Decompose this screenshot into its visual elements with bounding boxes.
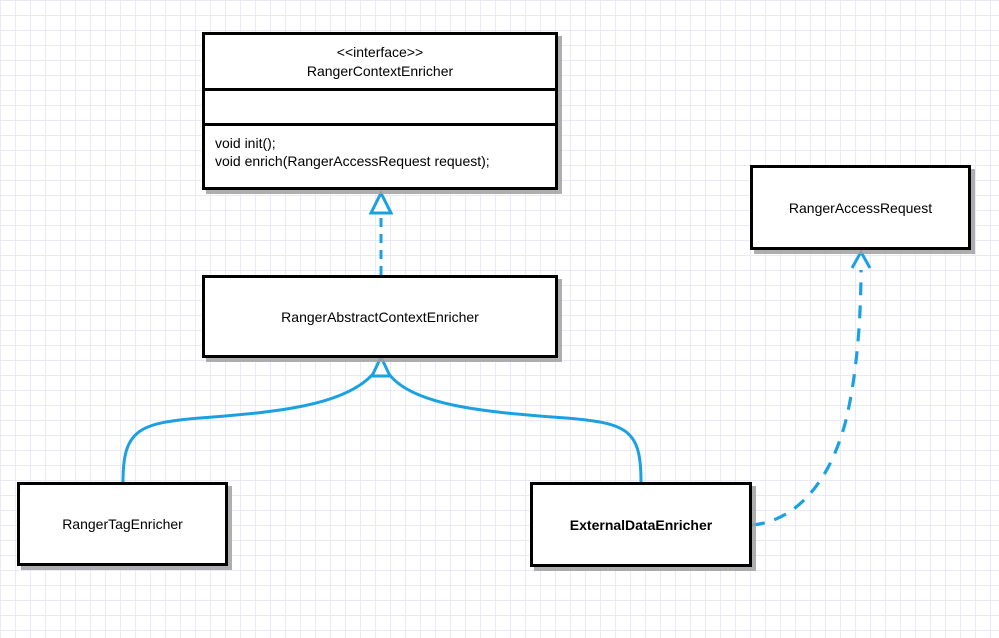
hollow-triangle-arrowhead: [369, 353, 393, 378]
connector-generalization-tag-to-abstract[interactable]: [121, 372, 375, 483]
class-header-compartment: RangerTagEnricher: [20, 485, 225, 563]
generalization-line-left: [121, 372, 375, 483]
connector-dependency-external-to-request[interactable]: [751, 248, 872, 527]
class-header-compartment: RangerAbstractContextEnricher: [205, 278, 555, 355]
connector-realization-abstract-to-interface[interactable]: [368, 189, 394, 275]
class-name: RangerAbstractContextEnricher: [281, 308, 479, 325]
dependency-line: [751, 269, 863, 527]
generalization-line-right: [387, 373, 643, 483]
class-box-ranger-context-enricher[interactable]: <<interface>> RangerContextEnricher void…: [202, 32, 558, 190]
class-box-ranger-abstract-context-enricher[interactable]: RangerAbstractContextEnricher: [202, 275, 558, 358]
open-arrowhead: [850, 248, 872, 269]
class-name: ExternalDataEnricher: [569, 516, 713, 533]
class-box-external-data-enricher[interactable]: ExternalDataEnricher: [530, 482, 752, 567]
class-stereotype: <<interface>>: [336, 44, 424, 61]
class-name: RangerAccessRequest: [788, 199, 933, 216]
operation-init: void init();: [215, 135, 276, 151]
class-box-ranger-access-request[interactable]: RangerAccessRequest: [750, 165, 971, 250]
class-header-compartment: <<interface>> RangerContextEnricher: [205, 35, 555, 88]
class-attributes-compartment: [205, 88, 555, 123]
class-operations-compartment: void init(); void enrich(RangerAccessReq…: [205, 123, 555, 193]
class-name: RangerTagEnricher: [62, 516, 183, 532]
connector-generalization-external-to-abstract[interactable]: [369, 353, 643, 483]
class-name: RangerContextEnricher: [306, 62, 454, 79]
class-box-ranger-tag-enricher[interactable]: RangerTagEnricher: [17, 482, 228, 566]
operation-enrich: void enrich(RangerAccessRequest request)…: [215, 153, 490, 170]
hollow-triangle-arrowhead: [368, 189, 394, 215]
class-header-compartment: RangerAccessRequest: [753, 168, 968, 247]
class-header-compartment: ExternalDataEnricher: [533, 485, 749, 564]
